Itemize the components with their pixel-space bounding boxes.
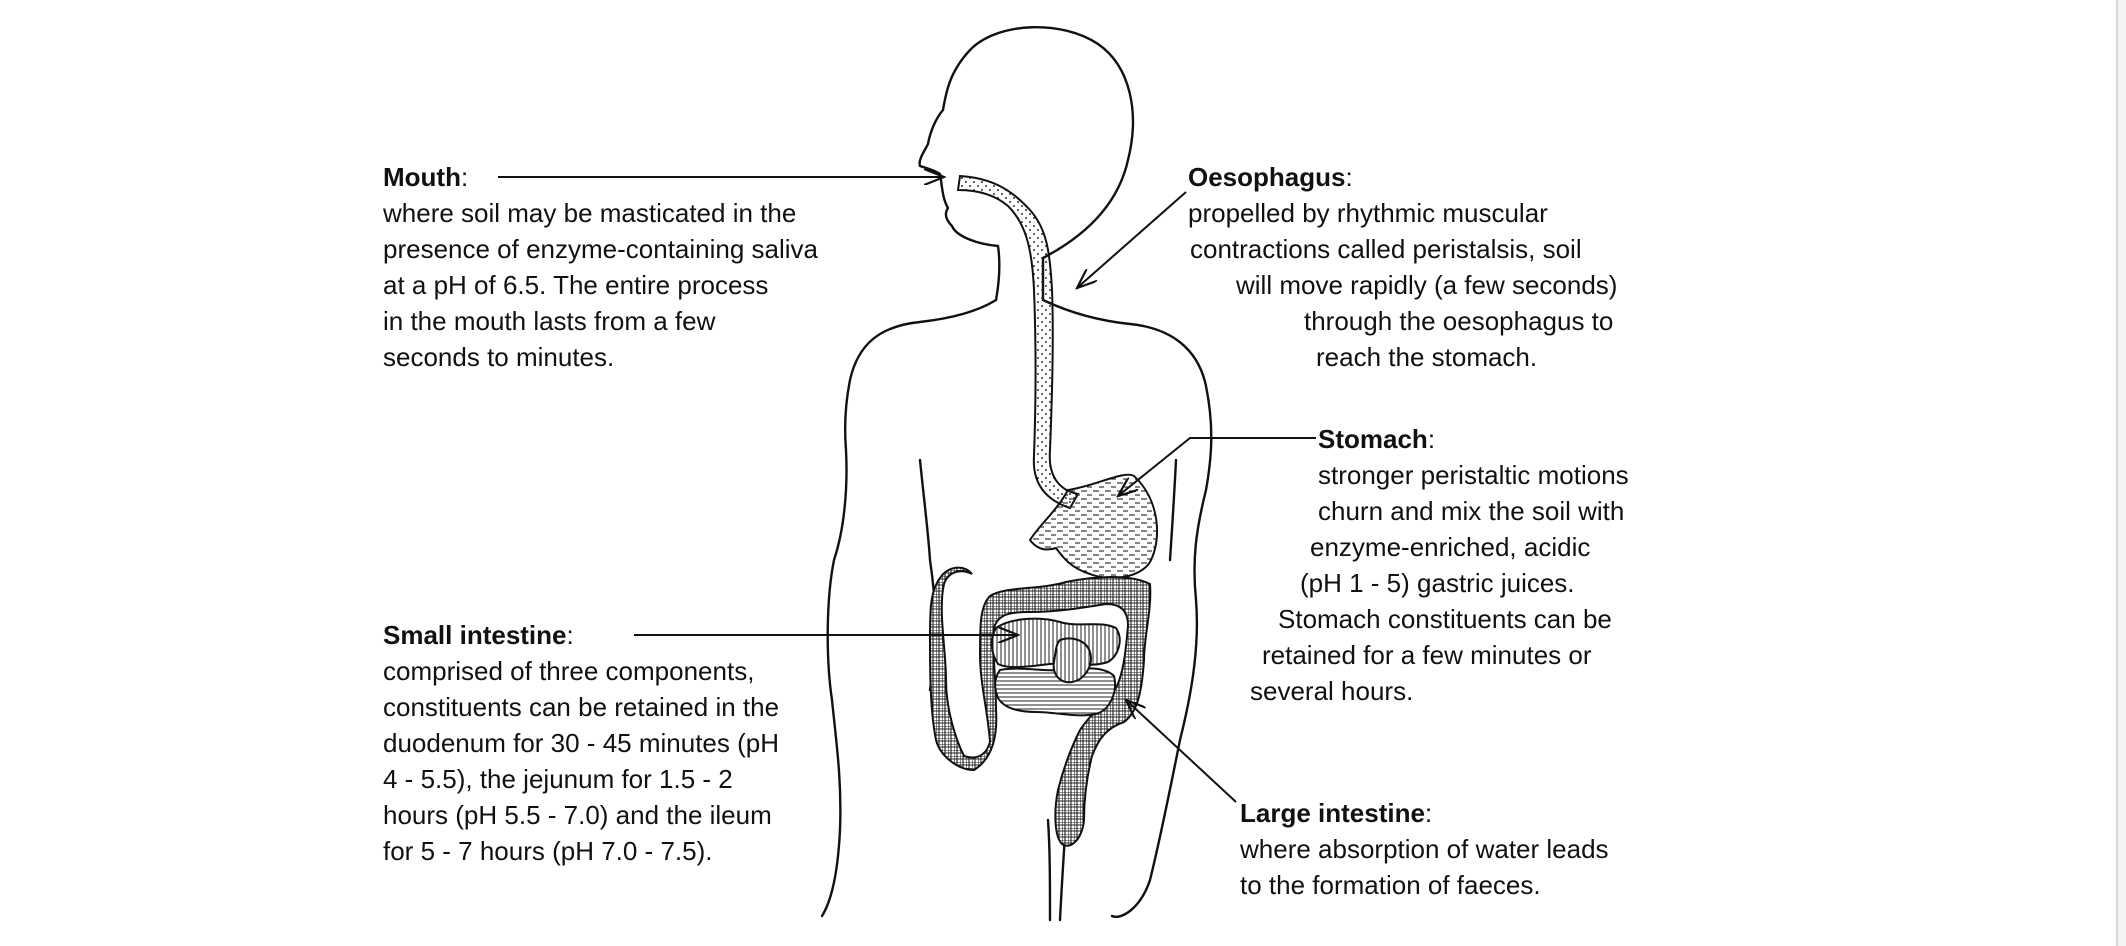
oesophagus-text-line: through the oesophagus to [1304,306,1614,336]
large-intestine-shape [929,566,1152,847]
small-intestine-title: Small intestine [383,620,567,650]
mouth-label: Mouth: where soil may be masticated in t… [383,159,818,375]
stomach-text-line: several hours. [1250,676,1414,706]
oesophagus-arrow [1077,191,1187,288]
body-outline [820,26,1213,922]
small-intestine-shape [990,617,1121,717]
oesophagus-text-line: propelled by rhythmic muscular [1188,198,1548,228]
stomach-text-line: Stomach constituents can be [1278,604,1612,634]
stomach-title: Stomach [1318,424,1428,454]
stomach-text-line: churn and mix the soil with [1318,496,1625,526]
small-intestine-text-line: hours (pH 5.5 - 7.0) and the ileum [383,800,772,830]
stomach-arrow [1118,437,1316,496]
oesophagus-text-line: reach the stomach. [1316,342,1538,372]
small-intestine-text-line: constituents can be retained in the [383,692,780,722]
large-intestine-title: Large intestine [1240,798,1425,828]
large-intestine-text-line: to the formation of faeces. [1240,870,1541,900]
large-intestine-text-line: where absorption of water leads [1240,834,1609,864]
oesophagus-title: Oesophagus [1188,162,1346,192]
mouth-text-line: at a pH of 6.5. The entire process [383,270,769,300]
stomach-label: Stomach: stronger peristaltic motions ch… [1250,421,1629,709]
stomach-text-line: enzyme-enriched, acidic [1310,532,1591,562]
small-intestine-text-line: comprised of three components, [383,656,755,686]
small-intestine-label: Small intestine: comprised of three comp… [383,617,779,869]
page-edge [2116,0,2126,946]
oesophagus-text-line: contractions called peristalsis, soil [1190,234,1582,264]
oesophagus-text-line: will move rapidly (a few seconds) [1236,270,1618,300]
oesophagus-label: Oesophagus: propelled by rhythmic muscul… [1188,159,1617,375]
right-arm-inner [1168,458,1178,562]
small-intestine-text-line: 4 - 5.5), the jejunum for 1.5 - 2 [383,764,733,794]
mouth-text-line: where soil may be masticated in the [383,198,797,228]
mouth-text-line: in the mouth lasts from a few [383,306,716,336]
stomach-text-line: retained for a few minutes or [1262,640,1592,670]
large-intestine-label: Large intestine: where absorption of wat… [1240,795,1609,903]
small-intestine-text-line: duodenum for 30 - 45 minutes (pH [383,728,779,758]
head-outline [918,26,1135,302]
oesophagus-tube [956,174,1080,510]
left-body-outline [820,298,998,918]
stomach-text-line: (pH 1 - 5) gastric juices. [1300,568,1575,598]
right-body-outline [1041,298,1213,919]
left-leg-inner [1046,818,1052,922]
mouth-text-line: seconds to minutes. [383,342,615,372]
small-intestine-text-line: for 5 - 7 hours (pH 7.0 - 7.5). [383,836,713,866]
stomach-text-line: stronger peristaltic motions [1318,460,1629,490]
large-intestine-arrow [1126,700,1237,803]
mouth-title: Mouth [383,162,461,192]
mouth-text-line: presence of enzyme-containing saliva [383,234,819,264]
callout-arrows [498,177,1316,803]
